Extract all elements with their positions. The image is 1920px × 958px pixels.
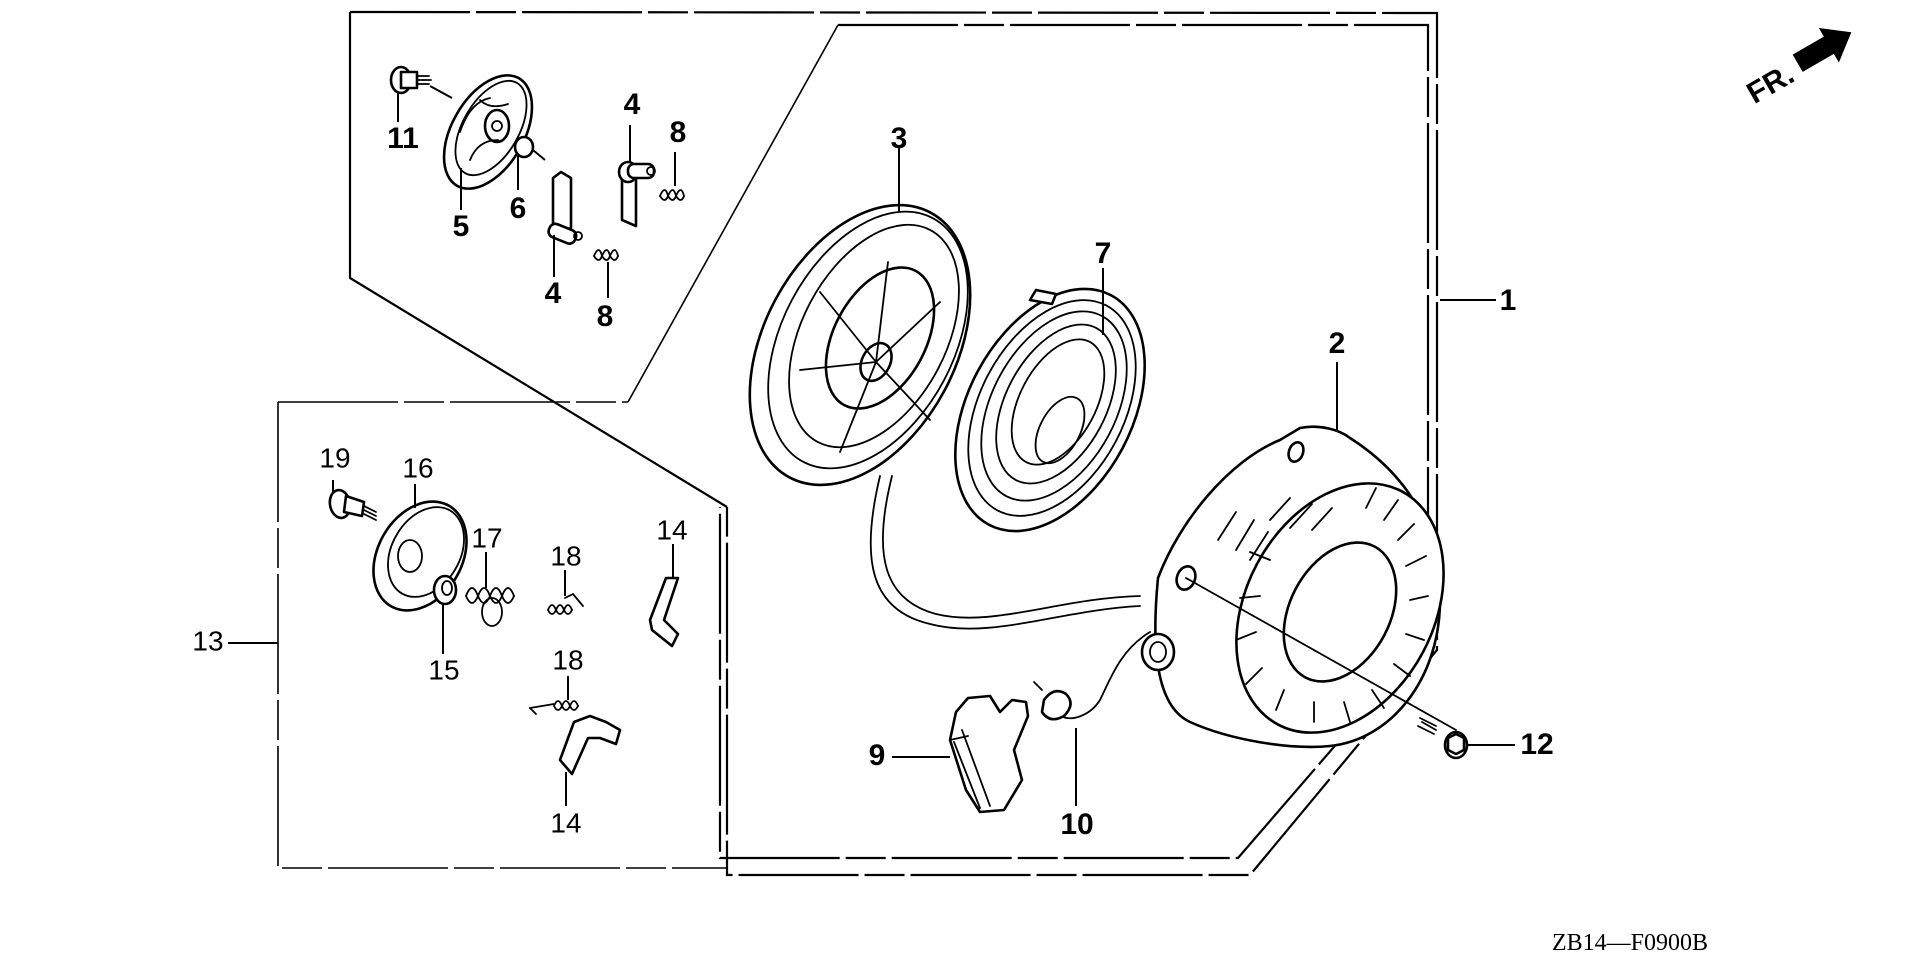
part-6-friction-spring-clip [513, 135, 546, 190]
part-17-friction-spring [465, 552, 515, 627]
part-7-return-spring [954, 268, 1146, 533]
callout-14-lower: 14 [550, 807, 581, 838]
callout-14-upper: 14 [656, 514, 687, 545]
part-9-starter-grip [892, 694, 1030, 814]
part-12-flange-bolt [1417, 717, 1515, 760]
part-18-ratchet-return-spring-upper [547, 570, 584, 615]
callout-15: 15 [428, 654, 459, 685]
callout-18-upper: 18 [550, 540, 581, 571]
front-arrow-icon [1792, 27, 1852, 72]
callout-8-upper: 8 [670, 116, 687, 149]
part-14-ratchet-lower [558, 714, 622, 806]
assembly-frame-inner [627, 23, 1430, 860]
part-11-setting-screw [389, 65, 453, 122]
callout-5: 5 [453, 210, 470, 243]
callout-11: 11 [387, 122, 419, 155]
part-19-setting-screw [328, 480, 377, 521]
assembly-frame-outer [348, 10, 1439, 877]
part-4-ratchet-upper [617, 125, 656, 228]
callout-3: 3 [891, 122, 908, 155]
starter-rope [869, 475, 1151, 720]
callout-9: 9 [869, 739, 886, 772]
callout-13: 13 [192, 625, 223, 656]
ratchet-subassembly-frame [277, 401, 727, 869]
part-15-washer [432, 574, 458, 654]
callout-7: 7 [1095, 237, 1112, 270]
part-18-ratchet-return-spring-lower [529, 676, 579, 715]
callout-16: 16 [402, 452, 433, 483]
callout-18-lower: 18 [552, 644, 583, 675]
front-label: FR. [1741, 58, 1799, 111]
callout-10: 10 [1060, 808, 1093, 841]
part-3-reel [748, 146, 972, 487]
part-10-rope-knot [1033, 681, 1077, 806]
part-4-ratchet-lower [547, 170, 583, 277]
callout-4-lower: 4 [545, 277, 562, 310]
callout-2: 2 [1329, 327, 1346, 360]
callout-8-lower: 8 [597, 300, 614, 333]
callout-1: 1 [1500, 284, 1517, 317]
callout-12: 12 [1520, 728, 1553, 761]
part-8-ratchet-spring-upper [659, 152, 685, 201]
callout-4-upper: 4 [624, 88, 641, 121]
figure-code: ZB14—F0900B [1552, 930, 1708, 956]
part-16-ratchet-cover [372, 484, 468, 612]
callout-6: 6 [510, 192, 527, 225]
callout-17: 17 [471, 522, 502, 553]
front-direction-indicator: FR. [1741, 27, 1852, 111]
part-2-starter-case [1140, 362, 1457, 749]
part-8-ratchet-spring-lower [593, 249, 619, 298]
part-5-ratchet-guide [442, 74, 534, 210]
part-14-ratchet-upper [648, 544, 680, 648]
callout-19: 19 [319, 442, 350, 473]
